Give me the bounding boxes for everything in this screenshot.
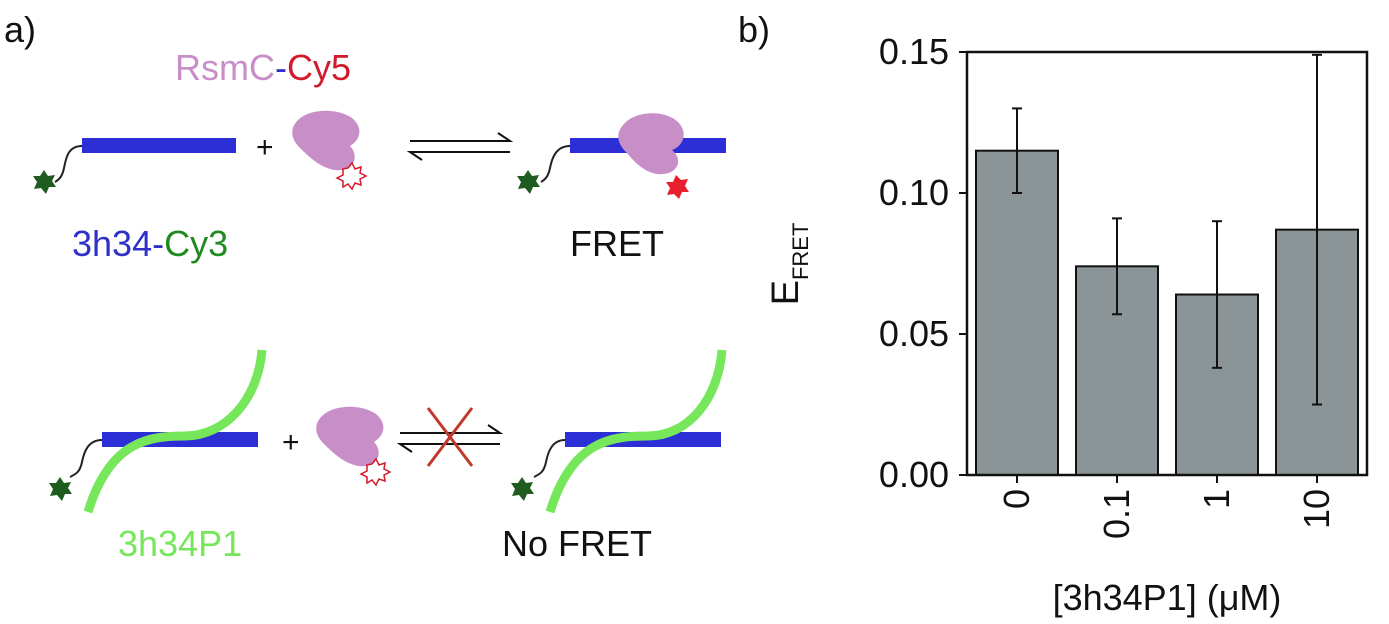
y-axis-label: EFRET [765,223,813,306]
rna-probe-duplex-right [511,349,727,514]
rna-dash: - [152,223,164,264]
blocked-equilibrium-arrow [396,407,504,467]
rsmc-text: RsmC [175,47,275,88]
cy3-star-icon [33,170,56,194]
panel-a-label: a) [4,9,36,50]
linker-2 [69,439,103,478]
probe-label: 3h34P1 [118,523,242,564]
probe-strand [83,349,267,514]
rsmc-dash: - [275,47,287,88]
probe-strand-right [545,349,727,514]
panel-b: b) 0.00 0.05 0.10 0.15 0 0.1 1 10 EFRET [3h34P1] … [738,9,1369,618]
rna-name-text: 3h34 [72,223,152,264]
fret-label: FRET [570,223,664,264]
y-axis-label-sub: FRET [788,223,813,280]
linker-3 [533,439,566,478]
rsmc-protein-icon [292,110,368,191]
y-tick-label-3: 0.15 [879,31,949,72]
cy5-empty-star-icon [335,161,368,191]
equilibrium-arrow [406,132,514,161]
rna-strand [82,138,236,153]
cy3-text: Cy3 [164,223,228,264]
panel-a: a) RsmC-Cy5 + [4,9,727,564]
plot-frame [965,50,1369,477]
cy5-empty-star-2-icon [359,457,392,487]
x-tick-label-1: 0.1 [1096,489,1137,539]
y-axis-label-main: E [765,280,807,305]
rsmc-cy5-title: RsmC-Cy5 [175,47,351,88]
rsmc-bound-icon [618,113,684,175]
cy3-star-bound-icon [517,170,540,194]
rna-probe-duplex [49,349,267,514]
x-axis-label: [3h34P1] (μM) [1053,577,1282,618]
rna-cy3-label: 3h34-Cy3 [72,223,228,264]
y-tick-label-1: 0.05 [879,313,949,354]
cy5-filled-star-icon [666,175,689,199]
plus-sign-1: + [256,131,274,164]
x-tick-label-2: 1 [1196,489,1237,509]
plus-sign-2: + [282,426,300,459]
bar-chart: 0.00 0.05 0.10 0.15 0 0.1 1 10 EFRET [3h34P1] (μM… [765,31,1369,618]
x-tick-label-3: 10 [1296,489,1337,529]
linker-bound [540,145,571,183]
bound-complex [517,113,726,199]
cy3-star-3-icon [511,477,534,501]
linker [54,145,83,183]
free-rna-3h34 [33,138,236,194]
rsmc-protein-2-icon [316,406,392,487]
x-tick-label-0: 0 [996,489,1037,509]
bar-0 [975,149,1059,476]
panel-b-label: b) [738,9,770,50]
cy3-star-2-icon [49,477,72,501]
cy5-text: Cy5 [287,47,351,88]
y-tick-label-0: 0.00 [879,454,949,495]
y-tick-label-2: 0.10 [879,172,949,213]
no-fret-label: No FRET [502,523,652,564]
cross-mark-icon [426,407,474,467]
